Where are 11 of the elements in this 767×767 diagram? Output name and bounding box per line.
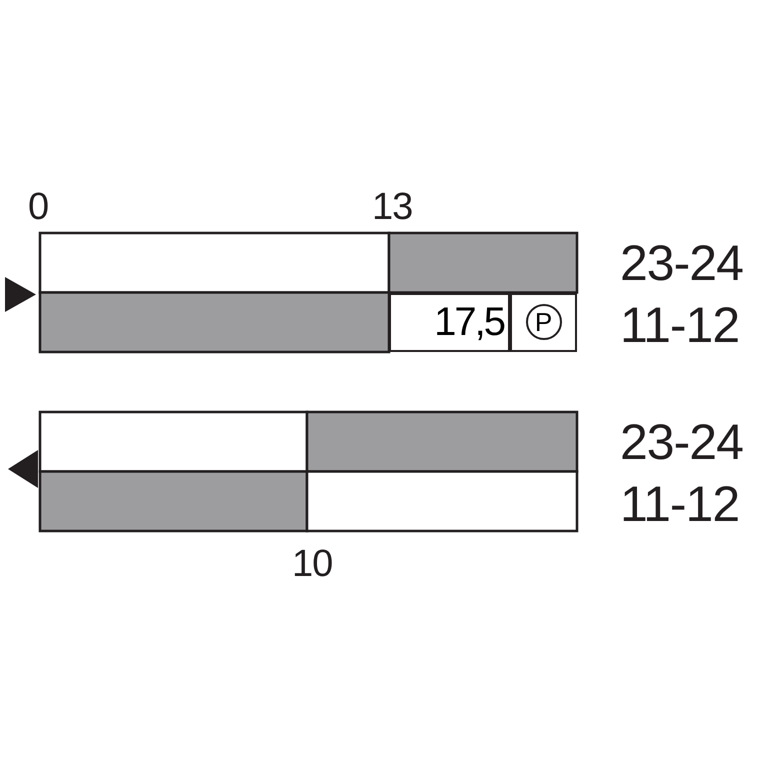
- contact-label: 23-24: [620, 238, 743, 288]
- symbol-cell: [510, 292, 577, 352]
- value-cell: [389, 292, 510, 352]
- scale-number: 0: [28, 188, 48, 226]
- contact-label: 23-24: [620, 417, 743, 467]
- scale-number: 10: [292, 545, 332, 583]
- value-text: 17,5: [434, 302, 506, 342]
- circled-letter: P: [526, 304, 562, 340]
- contact-label: 11-12: [620, 479, 740, 529]
- scale-number: 13: [372, 188, 412, 226]
- contact-label: 11-12: [620, 300, 740, 350]
